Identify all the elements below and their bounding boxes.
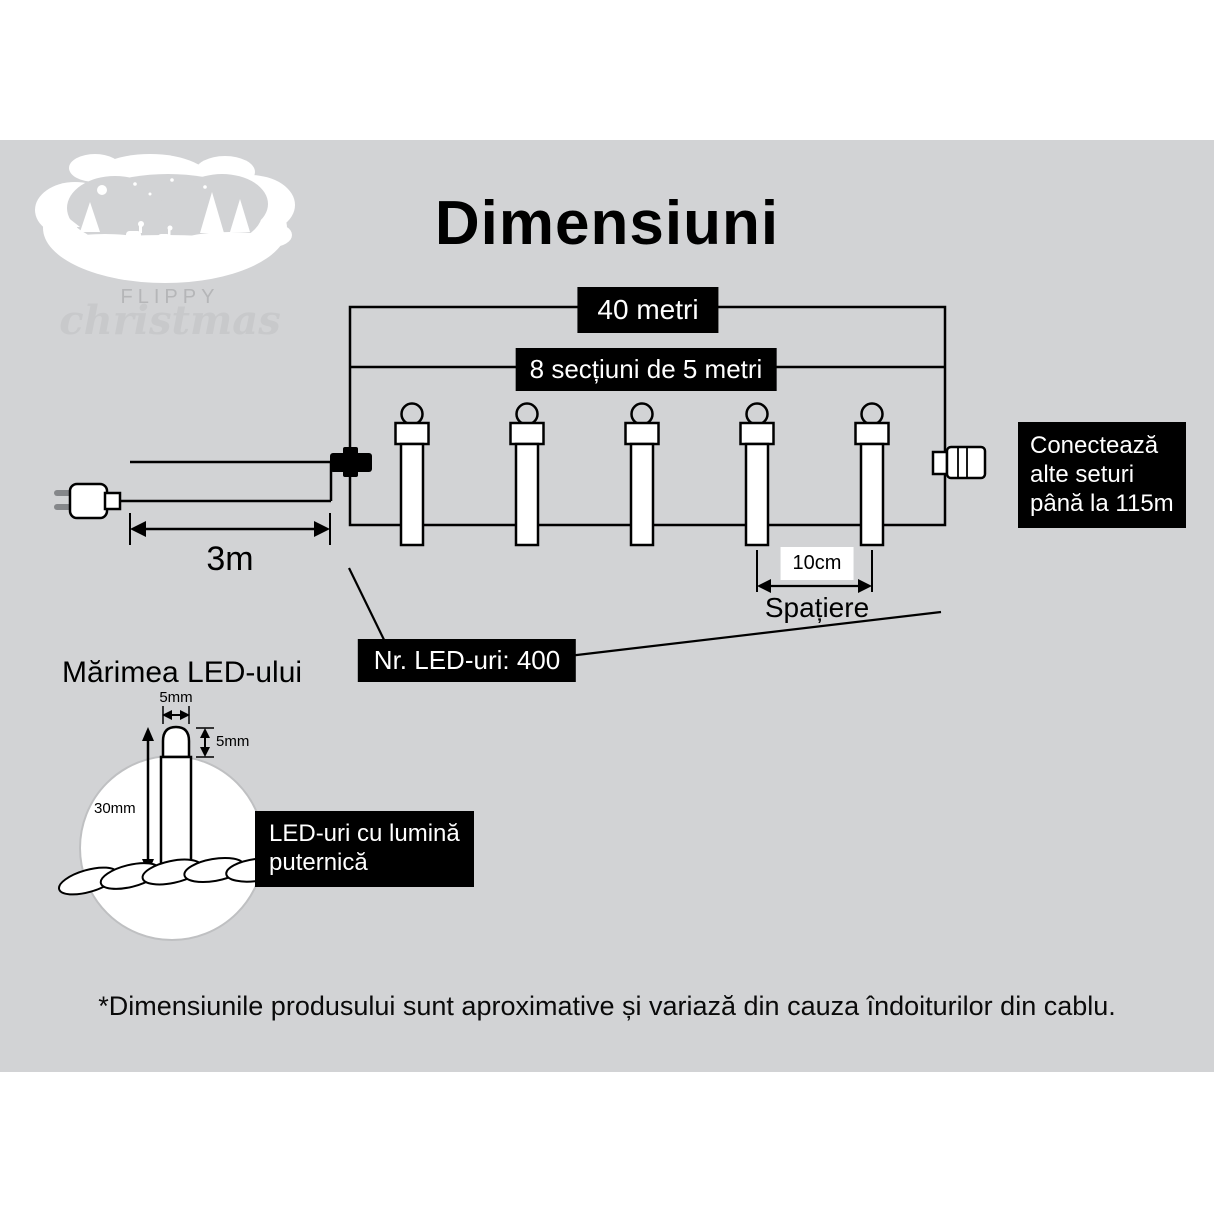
- logo-moon-stars-icons: [97, 178, 207, 196]
- extend-sets-line-3: până la 115m: [1030, 489, 1174, 517]
- spacing-caption: Spațiere: [764, 592, 870, 623]
- led-size-heading: Mărimea LED-ului: [62, 656, 303, 689]
- page-title: Dimensiuni: [434, 189, 780, 258]
- pointer-lines: [348, 567, 942, 659]
- logo-illustration: [35, 154, 295, 283]
- sections-label: 8 secțiuni de 5 metri: [515, 348, 777, 392]
- bulb-width-label: 5mm: [159, 689, 193, 706]
- led-bulb-row: [394, 402, 890, 547]
- dimension-arrow-10cm: [756, 550, 873, 593]
- right-connector-icon: [931, 445, 987, 480]
- spacing-value-label: 10cm: [780, 547, 854, 580]
- led-bulb-1: [394, 402, 430, 547]
- led-brightness-line-1: LED-uri cu lumină: [269, 820, 460, 847]
- disclaimer-text: *Dimensiunile produsului sunt aproximati…: [98, 991, 1116, 1021]
- logo-deer-icons: [126, 221, 173, 247]
- led-bulb-5: [854, 402, 890, 547]
- led-count-label: Nr. LED-uri: 400: [357, 639, 577, 683]
- total-length-label: 40 metri: [577, 287, 719, 333]
- logo-house-icon: [52, 216, 80, 242]
- bulb-length-label: 30mm: [94, 800, 136, 817]
- arrow-5mm-tip: [196, 727, 214, 758]
- led-bulb-3: [624, 402, 660, 547]
- arrow-5mm-width: [162, 706, 190, 724]
- logo-brand-christmas: christmas: [59, 297, 281, 344]
- power-plug-icon: [54, 482, 122, 520]
- bulb-tip-height-label: 5mm: [216, 733, 250, 750]
- led-bulb-4: [739, 402, 775, 547]
- led-brightness-line-2: puternică: [269, 848, 368, 876]
- dimension-arrow-3m: [129, 513, 331, 545]
- extend-sets-line-2: alte seturi: [1030, 460, 1135, 488]
- led-brightness-callout: LED-uri cu lumină puternică: [255, 811, 474, 887]
- led-bulb-2: [509, 402, 545, 547]
- lead-length-label: 3m: [206, 540, 254, 578]
- lead-wire: [119, 460, 333, 503]
- logo-brand-flippy: FLIPPY: [120, 286, 220, 308]
- extend-sets-label: Conectează alte seturi până la 115m: [1018, 422, 1186, 529]
- led-closeup-bulb: [159, 725, 193, 874]
- logo-tree-icons: [80, 192, 250, 233]
- led-closeup: [58, 706, 287, 941]
- extend-sets-line-1: Conectează: [1030, 432, 1159, 459]
- left-connector-icon: [330, 447, 372, 477]
